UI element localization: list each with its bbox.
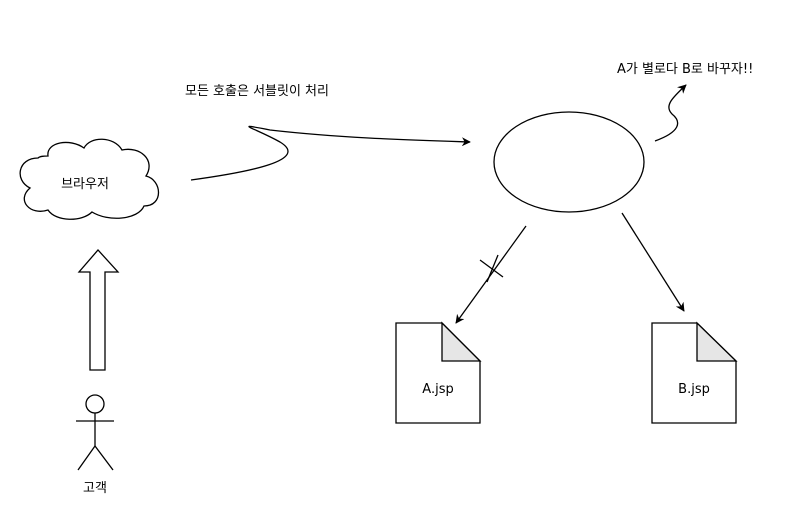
servlet-ellipse[interactable]: [493, 111, 645, 213]
b-jsp-document[interactable]: B.jsp: [651, 321, 738, 424]
cross-out-mark-icon: [479, 254, 504, 283]
browser-to-servlet-arrow[interactable]: [190, 125, 471, 181]
all-calls-annotation: 모든 호출은 서블릿이 처리: [185, 84, 329, 99]
a-jsp-label: A.jsp: [422, 382, 453, 397]
b-jsp-label: B.jsp: [678, 382, 710, 397]
browser-cloud[interactable]: 브라우저: [19, 138, 160, 220]
a-jsp-document[interactable]: A.jsp: [395, 321, 482, 424]
switch-a-to-b-annotation: A가 별로다 B로 바꾸자!!: [617, 62, 753, 77]
customer-label: 고객: [83, 481, 107, 496]
customer-to-browser-block-arrow[interactable]: [77, 249, 120, 371]
browser-label: 브라우저: [61, 177, 109, 192]
customer-actor-icon[interactable]: [76, 394, 114, 471]
servlet-to-switch-annotation-arrow[interactable]: [654, 84, 687, 142]
servlet-to-a-jsp-arrow[interactable]: [455, 225, 527, 324]
servlet-to-b-jsp-arrow[interactable]: [621, 212, 685, 312]
